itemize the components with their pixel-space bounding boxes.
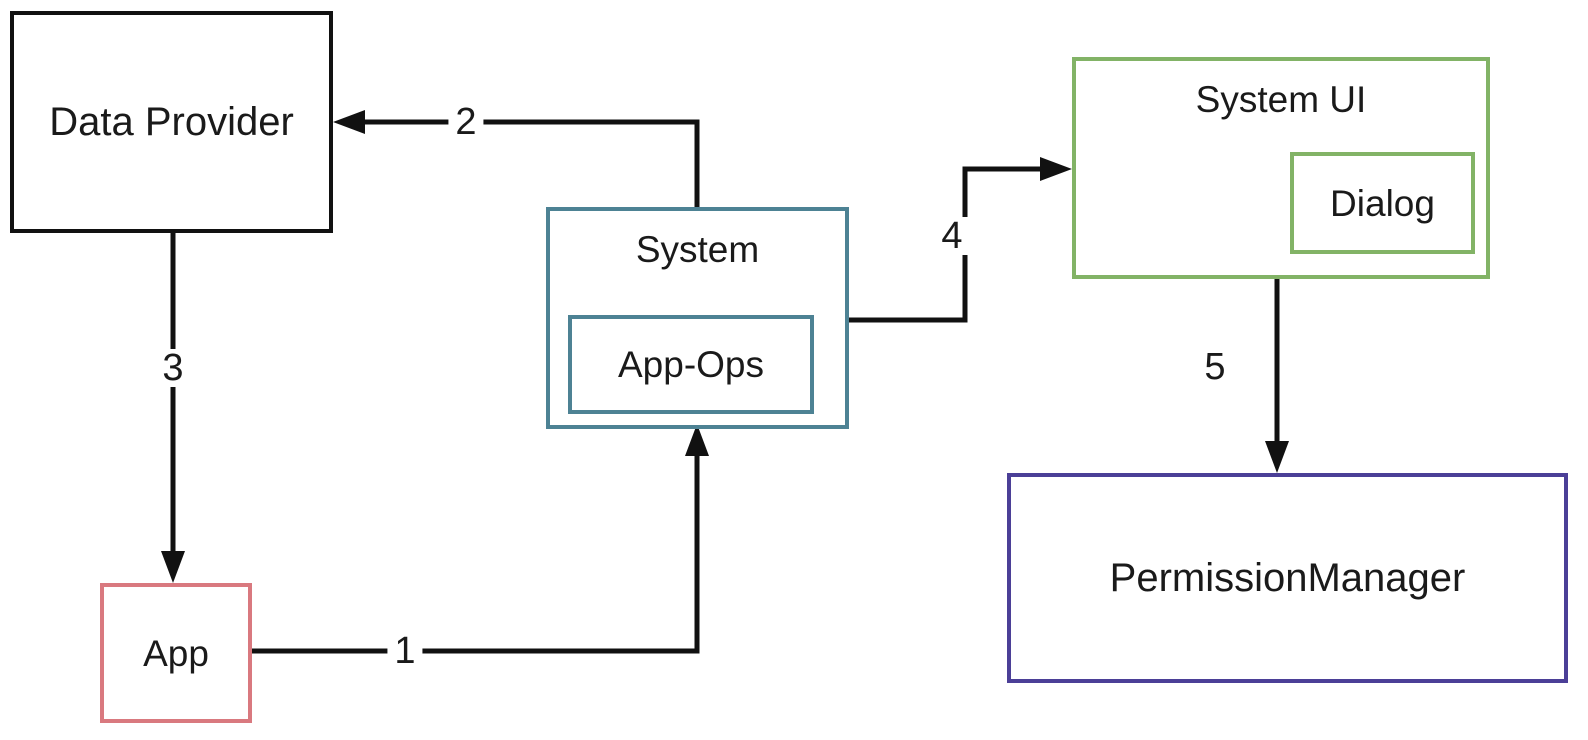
edge-3-arrow — [161, 233, 185, 583]
edge-label-4: 4 — [934, 217, 970, 255]
node-permission-manager[interactable]: PermissionManager — [1007, 473, 1568, 683]
edge-label-5: 5 — [1197, 348, 1233, 386]
node-system-label: System — [635, 229, 760, 270]
edge-5-arrow — [1265, 279, 1289, 473]
node-data-provider-label: Data Provider — [49, 100, 294, 144]
edge-label-3: 3 — [155, 349, 191, 387]
edge-1-arrow — [252, 424, 709, 654]
node-app-ops-label: App-Ops — [617, 344, 764, 385]
edge-2-arrow — [333, 110, 700, 207]
edge-label-1: 1 — [387, 632, 423, 670]
node-dialog[interactable]: Dialog — [1290, 152, 1475, 254]
node-data-provider[interactable]: Data Provider — [10, 11, 333, 233]
edge-label-2: 2 — [448, 103, 484, 141]
node-permission-manager-label: PermissionManager — [1109, 556, 1466, 600]
node-system-ui-label: System UI — [1195, 79, 1367, 120]
node-app-ops[interactable]: App-Ops — [568, 315, 814, 414]
node-app[interactable]: App — [100, 583, 252, 723]
node-app-label: App — [143, 632, 209, 674]
node-dialog-label: Dialog — [1330, 182, 1435, 224]
